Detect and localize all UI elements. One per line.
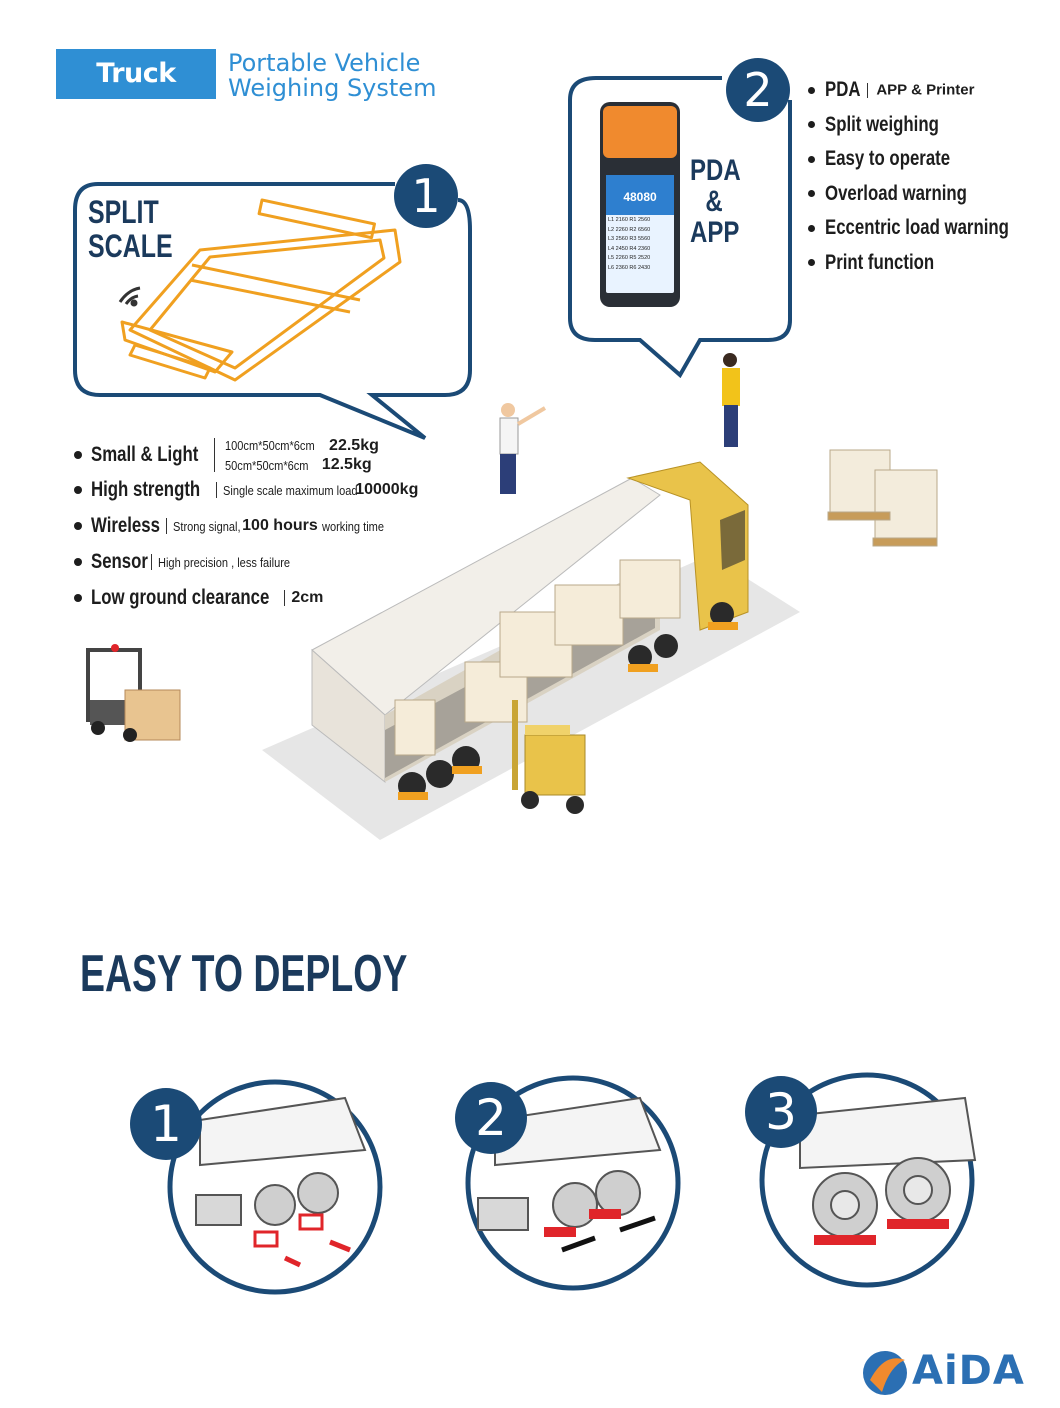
bullet-dot (808, 259, 815, 266)
spec-weight: 12.5kg (321, 456, 372, 474)
bullet-dot (74, 451, 82, 460)
feature-desc: Strong signal, (172, 518, 241, 534)
brand-subtitle-line1: Portable Vehicle (228, 49, 421, 77)
pda-feature-name: Print function (825, 250, 935, 274)
deploy-step2-scene (477, 1096, 662, 1253)
feature-high-strength: High strength Single scale maximum load1… (74, 478, 418, 514)
spec-size: 50cm*50cm*6cm (225, 457, 309, 473)
bullet-dot (808, 121, 815, 128)
pda-app-title-line2: & (705, 185, 723, 218)
brand-box: Truck Scale (56, 49, 216, 139)
bullet-dot (74, 486, 82, 494)
split-scale-title-line1: SPLIT (88, 194, 159, 230)
pda-feature-item: Overload warning (808, 182, 1055, 217)
separator (284, 590, 286, 606)
split-scale-drawing (120, 198, 402, 382)
split-scale-title-line2: SCALE (88, 228, 173, 264)
feature-name: Low ground clearance (91, 586, 270, 609)
pda-feature-item: Easy to operate (808, 147, 1055, 182)
feature-name: Sensor (91, 550, 148, 573)
feature-name: Small & Light (91, 443, 199, 467)
deploy-step-badge-2: 2 (455, 1082, 527, 1154)
pda-feature-name: Eccentric load warning (825, 216, 1009, 239)
bullet-dot (74, 522, 82, 530)
pda-feature-item: PDA APP & Printer (808, 78, 1055, 113)
deploy-step3-scene (799, 1096, 977, 1245)
feature-value: 100 hours (242, 517, 318, 534)
bullet-dot (74, 558, 82, 566)
bullet-dot (808, 86, 815, 94)
callout2-bubble (568, 76, 792, 379)
aida-logo-text: AiDA (912, 1348, 1025, 1394)
feature-specs: 100cm*50cm*6cm 22.5kg 50cm*50cm*6cm 12.5… (225, 436, 379, 475)
feature-value: 2cm (291, 589, 324, 606)
pda-feature-name: Easy to operate (825, 147, 951, 170)
feature-wireless: Wireless Strong signal,100 hours working… (74, 514, 418, 550)
bullet-dot (808, 155, 815, 163)
feature-desc: working time (322, 518, 385, 534)
separator (165, 518, 167, 534)
feature-name: High strength (91, 478, 201, 501)
pda-screen-rows: L1 2160 R1 2560 L2 2260 R2 6560 L3 2560 R3… (608, 216, 674, 273)
truck (311, 461, 749, 800)
split-scale-title: SPLIT SCALE (88, 195, 173, 263)
pda-screen-row: L4 2450 R4 2360 (608, 245, 651, 252)
worker-tablet (722, 353, 740, 447)
forklift-left (86, 644, 181, 742)
pda-screen-row: L6 2360 R6 2430 (608, 264, 651, 271)
feature-sensor: Sensor High precision , less failure (74, 550, 418, 586)
bullet-dot (808, 190, 815, 197)
feature-value: 10000kg (355, 481, 419, 498)
pda-feature-extra: APP & Printer (876, 81, 975, 99)
wifi-icon (118, 286, 141, 307)
separator (213, 438, 215, 473)
brand-subtitle-line2: Weighing System (228, 74, 437, 102)
deploy-step-badge-1: 1 (130, 1088, 202, 1160)
feature-desc: Single scale maximum load (222, 482, 358, 498)
feature-small-light: Small & Light 100cm*50cm*6cm 22.5kg 50cm… (74, 436, 418, 478)
feature-desc: High precision , less failure (157, 554, 290, 570)
callout2-badge: 2 (726, 58, 790, 122)
pda-screen-total: 48080 (623, 190, 657, 204)
pda-feature-item: Eccentric load warning (808, 216, 1055, 251)
separator (215, 482, 217, 498)
pda-screen-row: L2 2260 R2 6560 (608, 226, 651, 233)
feature-clearance: Low ground clearance 2cm (74, 586, 418, 622)
separator (867, 82, 869, 98)
deploy-step1-scene (195, 1096, 367, 1268)
pda-feature-item: Split weighing (808, 113, 1055, 148)
spec-line-1: 100cm*50cm*6cm 22.5kg (225, 436, 379, 455)
pda-app-title-line3: APP (690, 216, 740, 249)
pda-device (600, 102, 680, 307)
pda-app-title-line1: PDA (690, 154, 741, 187)
pda-screen-row: L5 2260 R5 2520 (608, 255, 651, 261)
pda-app-title: PDA & APP (690, 154, 741, 249)
callout1-bubble (73, 182, 472, 440)
deploy-title: EASY TO DEPLOY (80, 945, 408, 1003)
spec-line-2: 50cm*50cm*6cm 12.5kg (225, 455, 379, 474)
feature-name: Wireless (91, 514, 160, 537)
logo-icon (863, 1351, 907, 1395)
pda-screen-row: L3 2560 R3 5560 (608, 236, 651, 242)
separator (150, 554, 152, 570)
forklift-center (512, 700, 586, 814)
pallet-stack (827, 449, 938, 547)
brand-subtitle: Portable Vehicle Weighing System (228, 51, 436, 101)
bullet-dot (74, 594, 82, 602)
spec-weight: 22.5kg (329, 437, 379, 454)
callout1-badge: 1 (394, 164, 458, 228)
pda-screen-row: L1 2160 R1 2560 (608, 217, 651, 223)
pda-feature-list: PDA APP & Printer Split weighing Easy to … (808, 78, 1055, 285)
scale-feature-list: Small & Light 100cm*50cm*6cm 22.5kg 50cm… (74, 436, 418, 622)
pda-feature-name: PDA (825, 78, 861, 101)
pda-feature-name: Overload warning (825, 181, 967, 205)
pda-feature-name: Split weighing (825, 112, 939, 136)
worker-pointing (499, 403, 547, 494)
deploy-circles (167, 1072, 975, 1295)
bullet-dot (808, 224, 815, 232)
pda-feature-item: Print function (808, 251, 1055, 286)
spec-size: 100cm*50cm*6cm (225, 438, 315, 454)
deploy-step-badge-3: 3 (745, 1076, 817, 1148)
